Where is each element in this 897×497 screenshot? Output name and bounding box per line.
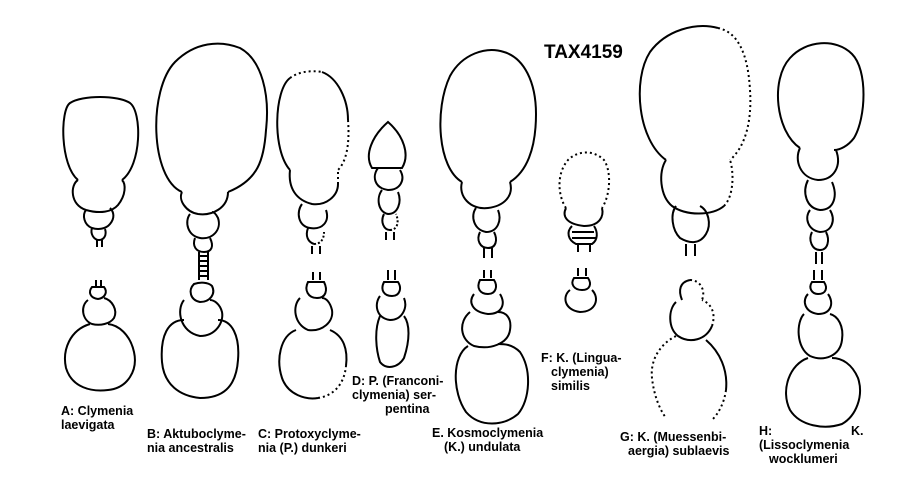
label-h-line1: H: K. (759, 424, 869, 438)
label-d-line2: clymenia) ser- (352, 388, 437, 402)
label-f-line3: similis (551, 379, 590, 393)
label-a: A: Clymenia laevigata (61, 404, 133, 432)
label-f-line1: F: K. (Lingua- (541, 351, 622, 365)
label-h-line3: wocklumeri (769, 452, 838, 466)
label-g-line2: aergia) sublaevis (628, 444, 730, 458)
label-e: E. Kosmoclymenia (K.) undulata (432, 426, 543, 454)
label-h-letter: H: (759, 424, 773, 438)
label-a-line2: laevigata (61, 418, 115, 432)
specimen-h (777, 42, 865, 428)
label-f-line2: clymenia) (551, 365, 609, 379)
label-a-line1: A: Clymenia (61, 404, 134, 418)
label-b-line2: nia ancestralis (147, 441, 234, 455)
specimen-a (62, 96, 140, 392)
specimen-d (367, 120, 410, 368)
label-h: H: K. (Lissoclymenia wocklumeri (759, 424, 869, 466)
label-c-line2: nia (P.) dunkeri (258, 441, 347, 455)
label-f: F: K. (Lingua- clymenia) similis (541, 351, 622, 393)
label-b-line1: B: Aktuboclyme- (147, 427, 246, 441)
label-h-genus: K. (851, 424, 864, 438)
label-d: D: P. (Franconi- clymenia) ser- pentina (352, 374, 443, 416)
label-g-line1: G: K. (Muessenbi- (620, 430, 727, 444)
label-e-line2: (K.) undulata (444, 440, 521, 454)
label-g: G: K. (Muessenbi- aergia) sublaevis (620, 430, 729, 458)
label-d-line3: pentina (385, 402, 430, 416)
label-c: C: Protoxyclyme- nia (P.) dunkeri (258, 427, 361, 455)
specimen-c (276, 70, 350, 400)
label-b: B: Aktuboclyme- nia ancestralis (147, 427, 246, 455)
specimen-f (558, 151, 610, 314)
specimen-g (638, 25, 752, 421)
label-d-line1: D: P. (Franconi- (352, 374, 444, 388)
label-e-line1: E. Kosmoclymenia (432, 426, 544, 440)
label-c-line1: C: Protoxyclyme- (258, 427, 361, 441)
specimen-e (439, 49, 538, 425)
figure-code: TAX4159 (544, 42, 623, 63)
label-h-line2: (Lissoclymenia (759, 438, 850, 452)
specimen-b (155, 42, 268, 400)
